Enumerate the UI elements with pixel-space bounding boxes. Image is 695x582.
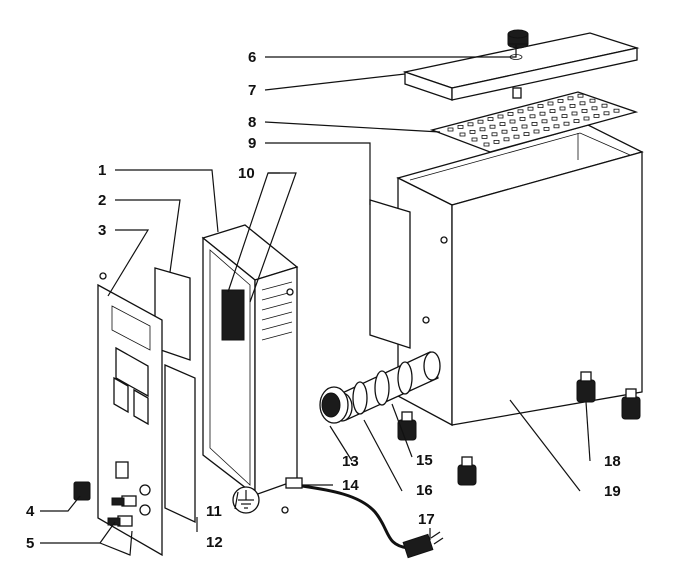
plate-hole: [513, 134, 520, 139]
plate-hole: [539, 111, 546, 116]
front-panel: [97, 283, 163, 557]
plate-hole: [519, 117, 526, 121]
perforated-plate: [429, 91, 639, 153]
plate-hole: [477, 119, 484, 124]
terminal-block: [221, 289, 245, 341]
label-16: 16: [416, 482, 433, 499]
label-5: 5: [26, 535, 34, 552]
screw: [99, 272, 107, 280]
knob: [507, 29, 529, 49]
plate-hole: [557, 99, 564, 103]
plate-hole: [507, 112, 514, 116]
label-6: 6: [248, 49, 256, 66]
label-13: 13: [342, 453, 359, 470]
plate-hole: [563, 121, 570, 126]
plate-hole: [593, 114, 600, 118]
top-cover: [402, 32, 640, 101]
plate-hole: [511, 127, 518, 131]
plate-hole: [517, 109, 524, 114]
label-15: 15: [416, 452, 433, 469]
plate-hole: [523, 132, 530, 137]
foot: [457, 456, 477, 486]
plate-hole: [559, 106, 566, 111]
plate-hole: [603, 111, 610, 116]
label-19: 19: [604, 483, 621, 500]
label-9: 9: [248, 135, 256, 152]
plate-hole: [567, 96, 574, 101]
plate-hole: [613, 108, 620, 113]
plate-hole: [571, 111, 578, 116]
screw: [281, 506, 289, 514]
label-7: 7: [248, 82, 256, 99]
plate-hole: [533, 129, 540, 134]
plate-hole: [489, 124, 496, 129]
pcb-board: [164, 364, 196, 524]
plate-hole: [601, 103, 608, 108]
plate-hole: [529, 114, 536, 119]
label-10: 10: [238, 165, 255, 182]
plate-hole: [503, 137, 510, 142]
plate-hole: [481, 134, 488, 139]
foot: [397, 411, 417, 441]
label-2: 2: [98, 192, 106, 209]
indicator-light: [111, 495, 137, 507]
plate-hole: [581, 109, 588, 113]
plate-hole: [509, 119, 516, 124]
plate-hole: [501, 129, 508, 134]
plate-hole: [479, 127, 486, 132]
bolt: [512, 87, 522, 99]
label-14: 14: [342, 477, 359, 494]
foot: [621, 388, 641, 420]
label-11: 11: [206, 503, 222, 520]
label-18: 18: [604, 453, 621, 470]
label-17: 17: [418, 511, 435, 528]
leader-lines: [40, 45, 591, 556]
plate-hole: [541, 119, 548, 124]
indicator-light: [107, 515, 133, 527]
plate-hole: [521, 124, 528, 129]
plate-hole: [491, 132, 498, 137]
plate-hole: [579, 101, 586, 106]
plate-hole: [537, 104, 544, 108]
plate-hole: [573, 119, 580, 123]
plate-hole: [551, 116, 558, 121]
plate-hole: [589, 98, 596, 103]
plate-hole: [471, 137, 478, 142]
plate-hole: [583, 116, 590, 121]
ground-symbol: [232, 486, 260, 514]
side-panel: [369, 199, 411, 349]
plate-hole: [549, 109, 556, 113]
plate-hole: [457, 125, 464, 129]
plate-hole: [497, 114, 504, 119]
plate-hole: [527, 106, 534, 111]
label-8: 8: [248, 114, 256, 131]
power-cable: [285, 477, 444, 559]
plate-hole: [493, 139, 500, 144]
label-12: 12: [206, 534, 223, 551]
plate-hole: [459, 132, 466, 137]
screw: [286, 288, 294, 296]
plate-hole: [577, 93, 584, 98]
plate-hole: [553, 124, 560, 129]
plate-hole: [569, 104, 576, 108]
rocker-switch: [73, 481, 91, 501]
plate-hole: [499, 122, 506, 126]
plate-hole: [531, 122, 538, 126]
control-box: [201, 224, 299, 497]
plate-hole: [591, 106, 598, 111]
plate-hole: [467, 122, 474, 127]
plate-hole: [547, 101, 554, 106]
plate-hole: [487, 117, 494, 121]
plate-hole: [543, 127, 550, 131]
heating-element: [319, 351, 441, 424]
label-4: 4: [26, 503, 35, 520]
label-3: 3: [98, 222, 106, 239]
plate-hole: [561, 114, 568, 118]
plate-hole: [483, 142, 490, 147]
plate-hole: [447, 127, 454, 132]
label-1: 1: [98, 162, 106, 179]
plate-hole: [469, 129, 476, 134]
